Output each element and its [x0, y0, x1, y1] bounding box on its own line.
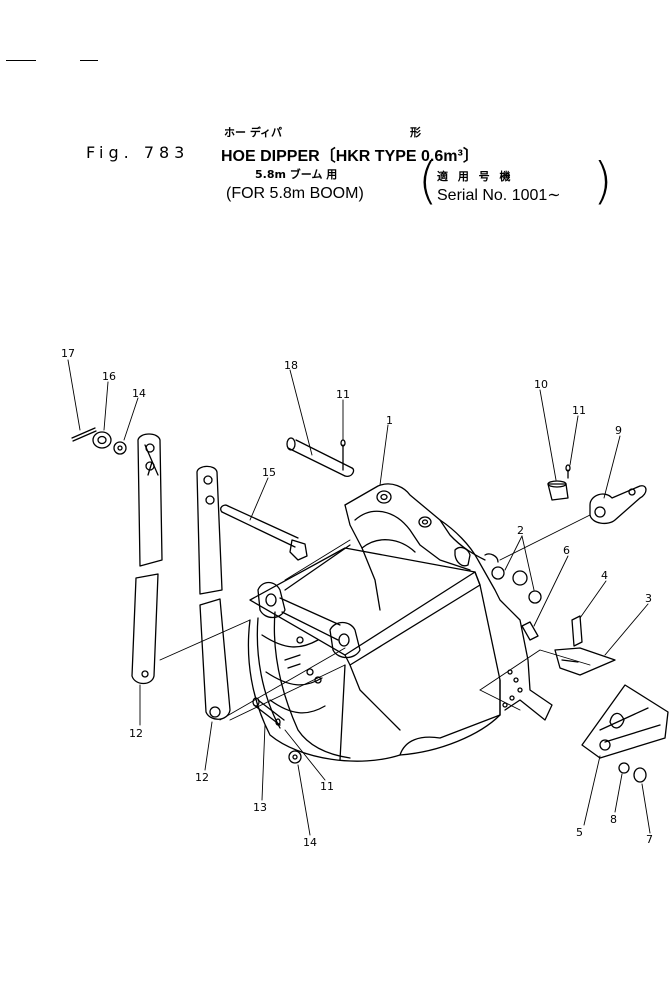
callout-9: 9: [615, 424, 622, 437]
leader-lines: [67, 359, 651, 836]
boom-en: (FOR 5.8m BOOM): [226, 185, 364, 202]
callout-6: 6: [563, 544, 570, 557]
serial-paren-left: (: [418, 152, 438, 210]
callout-12-right: 12: [195, 771, 209, 784]
callout-12-left: 12: [129, 727, 143, 740]
callout-7: 7: [646, 833, 653, 846]
callout-1: 1: [386, 414, 393, 427]
link-plates: [131, 433, 231, 720]
callout-14-bottom: 14: [303, 836, 317, 849]
callout-numbers: 17 16 14 18 11 1 15 10 11 9 2 6 4 3 12 1…: [61, 347, 653, 849]
callout-14-top: 14: [132, 387, 146, 400]
bucket-body: [247, 547, 501, 762]
callout-4: 4: [601, 569, 608, 582]
callout-17: 17: [61, 347, 75, 360]
boom-jp: 5.8m ブーム 用: [255, 168, 338, 181]
figure-label: Fig. 783: [86, 143, 190, 162]
callout-10: 10: [534, 378, 548, 391]
callout-18: 18: [284, 359, 298, 372]
link-bosses: [257, 544, 361, 659]
serial-en: Serial No. 1001∼: [437, 187, 561, 204]
callout-11-right: 11: [572, 404, 586, 417]
title-en: HOE DIPPER〔HKR TYPE 0.6m³〕: [221, 148, 479, 165]
serial-paren-right: ): [593, 152, 613, 210]
callout-2: 2: [517, 524, 524, 537]
callout-11-top: 11: [336, 388, 350, 401]
serial-jp: 適 用 号 機: [437, 170, 514, 183]
callout-15: 15: [262, 466, 276, 479]
callout-3: 3: [645, 592, 652, 605]
callout-5: 5: [576, 826, 583, 839]
callout-8: 8: [610, 813, 617, 826]
corner-mark-2: [80, 60, 98, 61]
callout-11-bottom: 11: [320, 780, 334, 793]
title-jp-suffix: 形: [410, 126, 421, 139]
alignment-lines: [159, 514, 591, 721]
arm-frame: [344, 483, 553, 721]
title-jp: ホー ディパ: [224, 126, 283, 139]
pins-small-parts: [71, 427, 669, 783]
callout-16: 16: [102, 370, 116, 383]
callout-13: 13: [253, 801, 267, 814]
corner-mark-1: [6, 60, 36, 61]
